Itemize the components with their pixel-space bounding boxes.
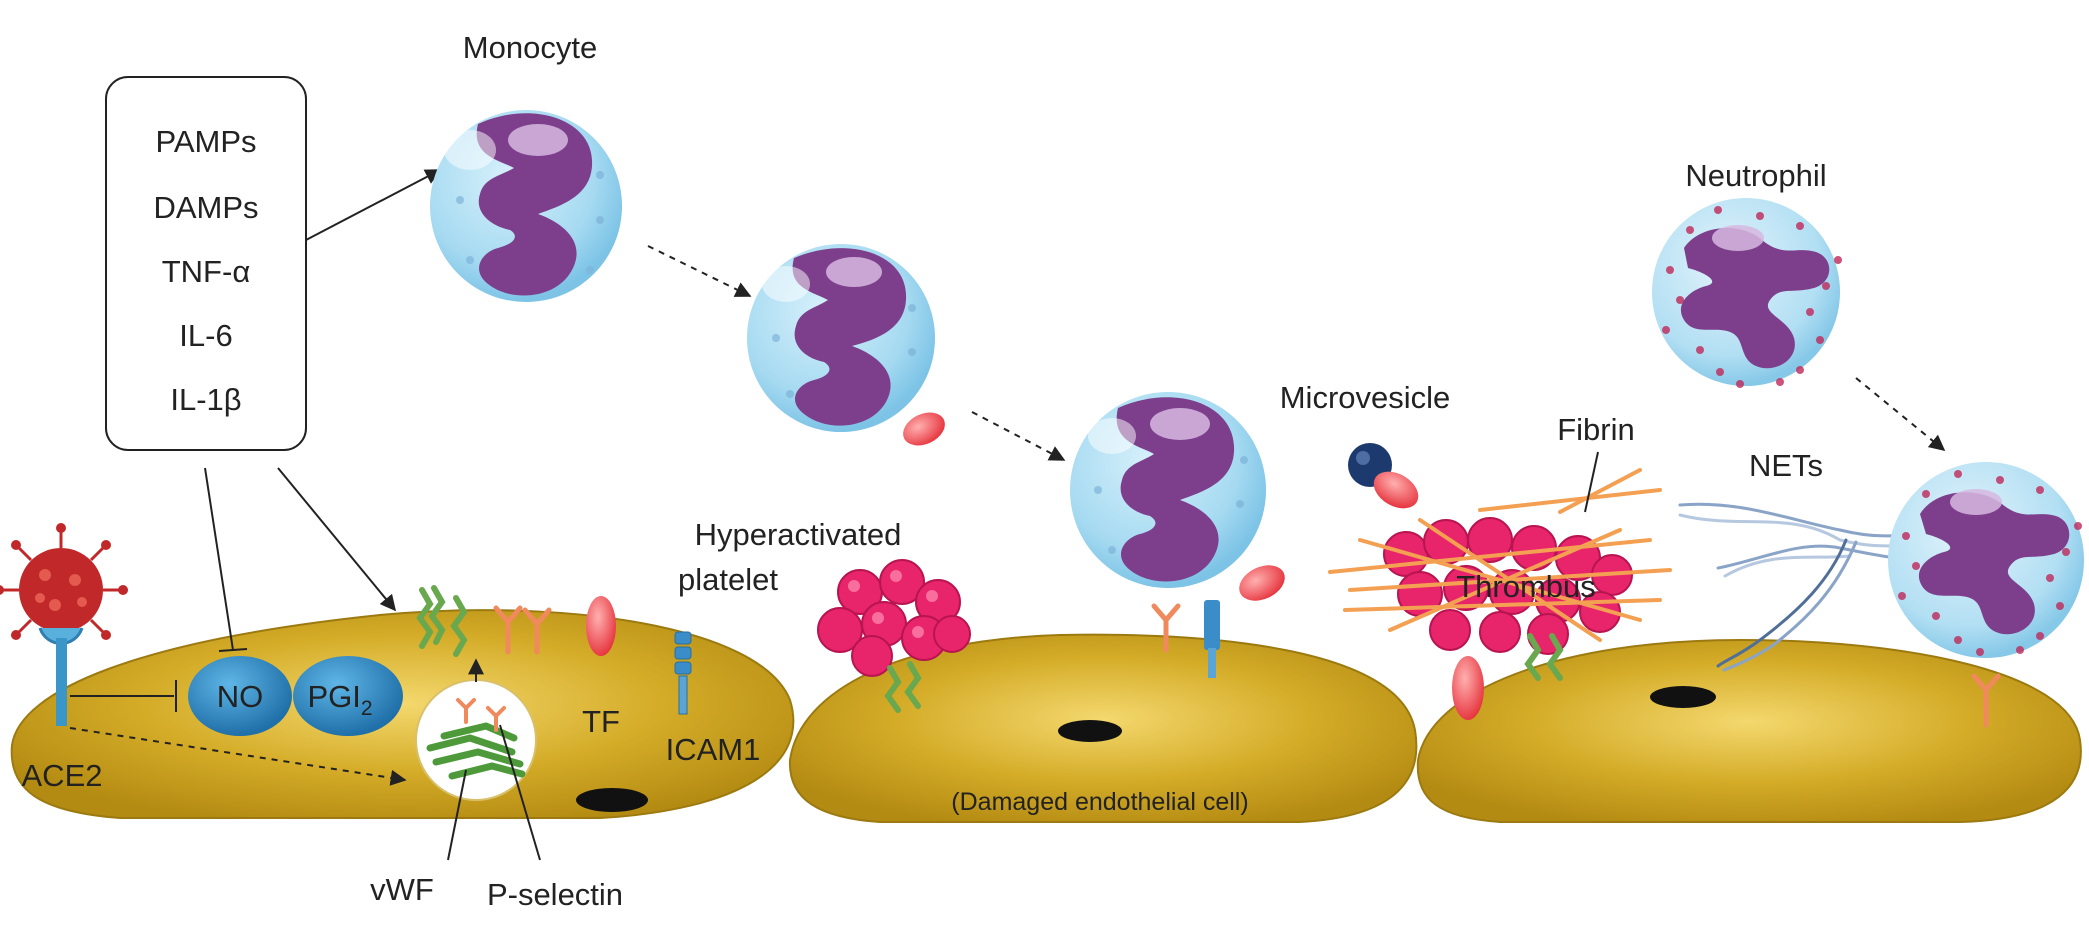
neutrophil-1 xyxy=(1652,198,1842,388)
tf-label: TF xyxy=(582,704,620,739)
stimulus-tnf-alpha: TNF-α xyxy=(162,254,251,289)
arrow-box-to-endothelium xyxy=(277,467,397,612)
inhibition-box-to-no xyxy=(204,467,234,651)
nucleus-middle xyxy=(1058,720,1122,742)
stimulus-il6: IL-6 xyxy=(179,318,232,353)
stimulus-pamps: PAMPs xyxy=(155,124,256,159)
stimuli-box xyxy=(105,76,307,451)
microvesicle-label: Microvesicle xyxy=(1280,380,1451,415)
fibrin-label: Fibrin xyxy=(1557,412,1635,447)
vwf-thrombus xyxy=(1524,633,1564,681)
p-selectin-right xyxy=(1971,673,2001,728)
icam1-middle xyxy=(1204,600,1220,678)
pgi2-molecule xyxy=(293,656,403,736)
sars-cov-2-virus xyxy=(0,523,128,657)
neutrophil-label: Neutrophil xyxy=(1685,158,1826,193)
tf-on-monocyte-3 xyxy=(1239,565,1285,601)
platelet-cluster xyxy=(817,559,971,677)
p-selectin-label: P-selectin xyxy=(487,877,623,912)
stimulus-damps: DAMPs xyxy=(153,190,258,225)
endothelial-cell-left xyxy=(10,609,795,819)
ace2-receptor xyxy=(38,627,84,726)
monocyte-2 xyxy=(747,244,935,432)
nucleus-left xyxy=(576,788,648,812)
dashed-arrow-monocyte-1-to-2 xyxy=(647,245,752,297)
no-label: NO xyxy=(217,679,264,714)
fibrin-strands xyxy=(1328,468,1672,642)
vwf-label: vWF xyxy=(370,872,434,907)
damaged-cell-label: (Damaged endothelial cell) xyxy=(951,788,1248,816)
p-selectin-surface-left xyxy=(493,605,552,655)
tf-thrombus xyxy=(1452,656,1484,720)
p-selectin-leader xyxy=(499,724,541,861)
icam1-label: ICAM1 xyxy=(666,732,761,767)
inhibition-bar-no xyxy=(218,648,248,652)
neutrophil-2 xyxy=(1888,462,2084,658)
monocyte-1 xyxy=(430,110,622,302)
dashed-arrow-monocyte-2-to-3 xyxy=(971,411,1066,461)
icam1-receptor xyxy=(674,631,692,715)
tf-on-microvesicle xyxy=(1373,471,1419,509)
nucleus-right xyxy=(1650,686,1716,708)
pgi2-label: PGI2 xyxy=(307,679,372,720)
nets-label: NETs xyxy=(1749,448,1823,483)
vwf-leader xyxy=(447,769,467,861)
monocyte-3 xyxy=(1070,392,1266,588)
ace2-label: ACE2 xyxy=(22,758,103,793)
arrow-box-to-monocyte xyxy=(305,169,442,241)
dashed-arrow-neutrophil xyxy=(1855,377,1946,452)
fibrin-leader xyxy=(1584,451,1599,513)
p-selectin-middle xyxy=(1151,603,1181,653)
thrombus-label: Thrombus xyxy=(1456,569,1596,604)
vwf-surface-left xyxy=(416,585,468,657)
tissue-factor xyxy=(586,596,616,656)
hyperactivated-label-2: platelet xyxy=(678,562,778,597)
no-molecule xyxy=(188,656,292,736)
hyperactivated-label-1: Hyperactivated xyxy=(695,517,902,552)
monocyte-label: Monocyte xyxy=(463,30,597,65)
vwf-under-platelets xyxy=(884,661,922,713)
stimulus-il1b: IL-1β xyxy=(170,382,241,417)
dashed-arrow-ace2-to-vesicle xyxy=(69,727,407,786)
tf-on-monocyte-2 xyxy=(903,412,945,446)
endothelial-cell-right xyxy=(1416,638,2082,823)
p-selectin-inside-vesicle xyxy=(456,698,506,732)
